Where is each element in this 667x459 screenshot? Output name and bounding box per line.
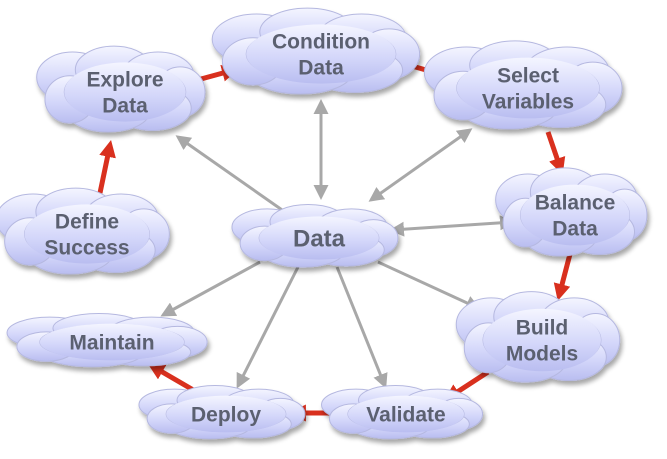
node-label: Variables bbox=[482, 91, 574, 114]
node-label: Data bbox=[102, 95, 148, 118]
node-label: Success bbox=[44, 237, 129, 260]
arrow-data-select-variables bbox=[368, 128, 473, 202]
arrow-define-success-to-explore-data bbox=[97, 140, 116, 194]
node-label: Deploy bbox=[191, 404, 261, 427]
arrow-select-variables-to-balance-data bbox=[545, 131, 566, 175]
node-label: Data bbox=[552, 218, 598, 241]
node-label: Define bbox=[55, 210, 119, 233]
node-layer: ConditionDataExploreDataSelectVariablesD… bbox=[0, 7, 648, 440]
cloud-shape bbox=[0, 187, 170, 275]
arrow-data-to-maintain bbox=[160, 260, 261, 317]
cloud-node-maintain: Maintain bbox=[6, 312, 208, 368]
node-label: Validate bbox=[366, 404, 445, 427]
cloud-shape bbox=[211, 7, 421, 95]
node-label: Data bbox=[293, 226, 346, 253]
arrow-data-balance-data bbox=[389, 215, 515, 237]
node-label: Build bbox=[516, 316, 569, 339]
cloud-shape bbox=[138, 384, 306, 440]
hub-arrows bbox=[160, 99, 515, 389]
node-label: Data bbox=[298, 57, 344, 80]
node-label: Condition bbox=[272, 30, 370, 53]
arrow-balance-data-to-build-models bbox=[553, 253, 573, 301]
arrow-data-to-explore-data bbox=[175, 135, 286, 214]
cloud-node-data: Data bbox=[231, 204, 399, 268]
cloud-shape bbox=[321, 384, 484, 440]
node-label: Select bbox=[497, 64, 559, 87]
cloud-node-deploy: Deploy bbox=[138, 384, 306, 440]
arrow-data-to-validate bbox=[335, 266, 388, 389]
node-label: Maintain bbox=[69, 332, 154, 355]
cloud-node-validate: Validate bbox=[321, 384, 484, 440]
node-label: Models bbox=[506, 343, 578, 366]
cloud-shape bbox=[423, 40, 623, 130]
cloud-shape bbox=[455, 291, 621, 383]
node-label: Explore bbox=[86, 68, 163, 91]
arrow-data-to-deploy bbox=[236, 266, 300, 389]
arrow-data-to-build-models bbox=[377, 260, 481, 310]
node-label: Balance bbox=[535, 191, 616, 214]
cloud-shape bbox=[495, 167, 648, 257]
cloud-shape bbox=[6, 312, 208, 368]
cloud-shape bbox=[36, 45, 206, 133]
cloud-shape bbox=[231, 204, 399, 268]
